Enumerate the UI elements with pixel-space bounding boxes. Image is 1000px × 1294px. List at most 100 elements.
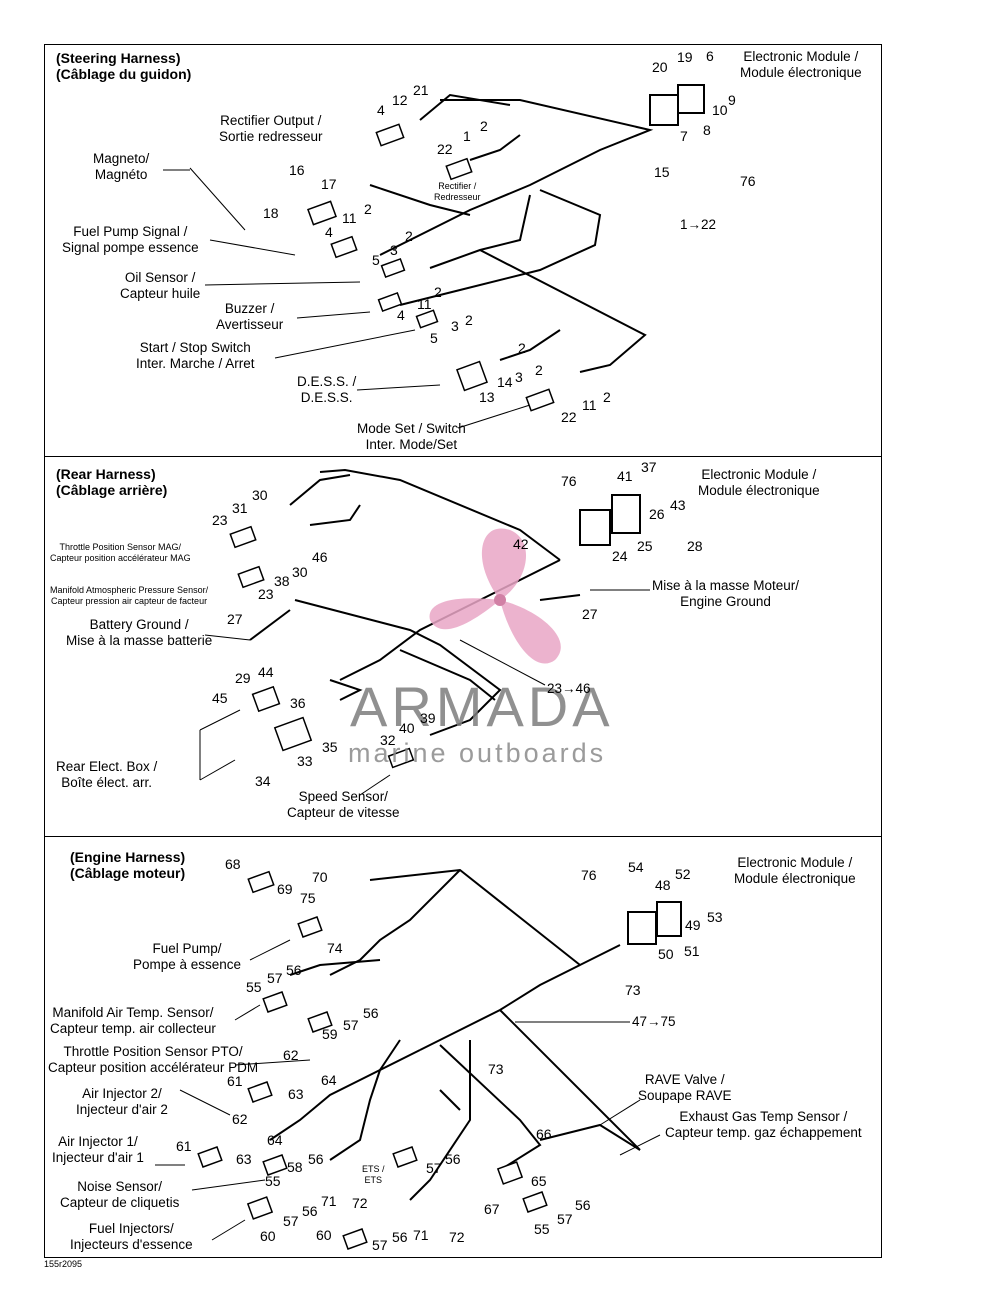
engine-trunk xyxy=(369,868,621,967)
callout-number: 57 xyxy=(283,1213,299,1229)
callout-number: 29 xyxy=(235,670,251,686)
callout-number: 40 xyxy=(399,720,415,736)
callout-number: 51 xyxy=(684,943,700,959)
label-battery-ground: Battery Ground / Mise à la masse batteri… xyxy=(66,617,213,648)
callout-number: 16 xyxy=(289,162,305,178)
watermark-propeller xyxy=(429,528,561,664)
callout-number: 48 xyxy=(655,877,671,893)
callout-number: 38 xyxy=(274,573,290,589)
callout-number: 2 xyxy=(364,201,372,217)
callout-number: 57 xyxy=(426,1160,442,1176)
label-egt-sensor: Exhaust Gas Temp Sensor / Capteur temp. … xyxy=(665,1109,862,1140)
callout-number: 27 xyxy=(582,606,598,622)
callout-number: 55 xyxy=(246,979,262,995)
callout-number: 59 xyxy=(322,1026,338,1042)
callout-number: 56 xyxy=(575,1197,591,1213)
callout-number: 56 xyxy=(286,962,302,978)
steering-title: (Steering Harness) (Câblage du guidon) xyxy=(56,50,192,82)
callout-number: 11 xyxy=(417,296,432,312)
callout-number: 56 xyxy=(308,1151,324,1167)
callout-number: 25 xyxy=(637,538,653,554)
label-speed-sensor: Speed Sensor/ Capteur de vitesse xyxy=(287,789,400,820)
callout-number: 73 xyxy=(488,1061,504,1077)
callout-number: 12 xyxy=(392,92,408,108)
callout-number: 35 xyxy=(322,739,338,755)
callout-number: 57 xyxy=(372,1237,388,1253)
callout-number: 2 xyxy=(480,118,488,134)
callout-number: 55 xyxy=(265,1173,281,1189)
electronic-module-engine xyxy=(627,911,657,945)
callout-number: 3 xyxy=(390,242,398,258)
callout-number: 55 xyxy=(534,1221,550,1237)
label-electronic-module-engine: Electronic Module / Module électronique xyxy=(734,855,856,886)
callout-number: 28 xyxy=(687,538,703,554)
callout-number: 4 xyxy=(325,224,333,240)
callout-number: 69 xyxy=(277,881,293,897)
callout-number: 74 xyxy=(327,940,343,956)
label-electronic-module: Electronic Module / Module électronique xyxy=(740,49,862,80)
label-start-stop-switch: Start / Stop Switch Inter. Marche / Arre… xyxy=(136,340,255,371)
callout-number: 24 xyxy=(612,548,628,564)
callout-number: 57 xyxy=(557,1211,573,1227)
label-buzzer: Buzzer / Avertisseur xyxy=(216,301,284,332)
callout-number: 14 xyxy=(497,374,513,390)
callout-number: 19 xyxy=(677,49,693,65)
callout-number: 7 xyxy=(680,128,688,144)
callout-number: 2 xyxy=(518,340,526,356)
label-rear-elect-box: Rear Elect. Box / Boîte élect. arr. xyxy=(56,759,158,790)
callout-number: 23 xyxy=(258,586,274,602)
callout-number: 61 xyxy=(227,1073,243,1089)
label-magneto: Magneto/ Magnéto xyxy=(93,151,150,182)
callout-number: 42 xyxy=(513,536,529,552)
callout-number: 67 xyxy=(484,1201,500,1217)
callout-number: 5 xyxy=(430,330,438,346)
callout-number: 8 xyxy=(703,122,711,138)
callout-number: 49 xyxy=(685,917,701,933)
callout-number: 1 xyxy=(463,128,471,144)
callout-number: 23 xyxy=(212,512,228,528)
callout-number: 44 xyxy=(258,664,274,680)
callout-number: 18 xyxy=(263,205,279,221)
callout-number: 73 xyxy=(625,982,641,998)
callout-number: 71 xyxy=(413,1227,429,1243)
callout-number: 58 xyxy=(287,1159,303,1175)
callout-number: 65 xyxy=(531,1173,547,1189)
callout-number: 45 xyxy=(212,690,228,706)
callout-number: 70 xyxy=(312,869,328,885)
callout-number: 56 xyxy=(302,1203,318,1219)
callout-number: 43 xyxy=(670,497,686,513)
callout-number: 72 xyxy=(352,1195,368,1211)
label-map-sensor: Manifold Atmospheric Pressure Sensor/ Ca… xyxy=(50,585,209,606)
callout-number: 50 xyxy=(658,946,674,962)
callout-number: 56 xyxy=(392,1229,408,1245)
callout-number: 61 xyxy=(176,1138,192,1154)
callout-number: 3 xyxy=(515,369,523,385)
callout-number: 46 xyxy=(312,549,328,565)
callout-number: 30 xyxy=(252,487,268,503)
callout-number: 30 xyxy=(292,564,308,580)
label-dess: D.E.S.S. / D.E.S.S. xyxy=(297,374,357,405)
callout-number: 57 xyxy=(267,970,283,986)
callout-number: 11 xyxy=(342,210,357,226)
electronic-module-rear xyxy=(579,509,611,546)
callout-number: 39 xyxy=(420,710,436,726)
callout-number: 56 xyxy=(363,1005,379,1021)
callout-number: 63 xyxy=(236,1151,252,1167)
figure-code: 155r2095 xyxy=(44,1259,83,1269)
callout-number: 72 xyxy=(449,1229,465,1245)
callout-number: 2 xyxy=(535,362,543,378)
callout-number: 33 xyxy=(297,753,313,769)
steering-trunk xyxy=(379,99,654,256)
label-tps-pto: Throttle Position Sensor PTO/ Capteur po… xyxy=(48,1044,259,1075)
callout-number: 76 xyxy=(740,173,756,189)
callout-number: 66 xyxy=(536,1126,552,1142)
callout-number: 2 xyxy=(405,228,413,244)
callout-number: 68 xyxy=(225,856,241,872)
callout-number: 63 xyxy=(288,1086,304,1102)
callout-number: 20 xyxy=(652,59,668,75)
callout-number: 34 xyxy=(255,773,271,789)
callout-number: 11 xyxy=(582,397,597,413)
callout-number: 54 xyxy=(628,859,644,875)
electronic-module-steering xyxy=(649,94,679,126)
